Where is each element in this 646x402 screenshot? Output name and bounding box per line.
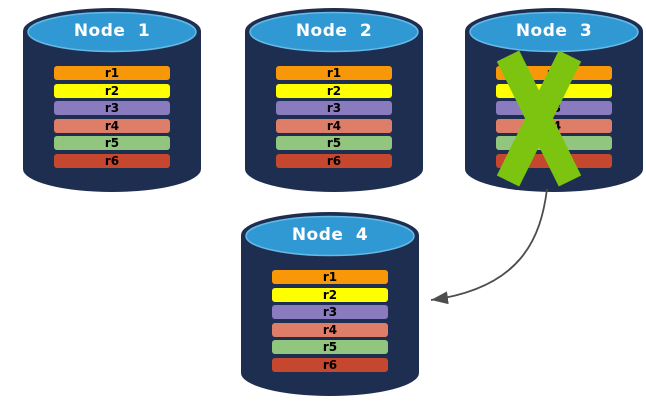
row-r2: r2 bbox=[276, 83, 392, 98]
row-r6: r6 bbox=[272, 357, 388, 372]
row-r5: r5 bbox=[272, 340, 388, 354]
cylinder-top-icon bbox=[249, 11, 419, 53]
row-r3: r3 bbox=[272, 305, 388, 319]
cylinder-top-icon bbox=[469, 11, 639, 53]
node-1-rows: r1 r2 r3 r4 r5 r6 bbox=[54, 66, 170, 168]
node-4-rows: r1 r2 r3 r4 r5 r6 bbox=[272, 270, 388, 372]
node-4-label: Node 4 bbox=[291, 225, 369, 245]
row-r2: r2 bbox=[272, 287, 388, 302]
node-2: Node 2 r1 r2 r3 r4 r5 r6 bbox=[245, 8, 423, 192]
row-r2: r2 bbox=[54, 83, 170, 98]
row-r6: r6 bbox=[54, 153, 170, 168]
node-3: Node 3 r1 r2 r3 r4 r5 r6 bbox=[465, 8, 643, 192]
row-r3: r3 bbox=[54, 101, 170, 115]
row-r1: r1 bbox=[272, 270, 388, 284]
node-4: Node 4 r1 r2 r3 r4 r5 r6 bbox=[241, 212, 419, 396]
cylinder-top-icon bbox=[27, 11, 197, 53]
row-r4: r4 bbox=[276, 118, 392, 133]
row-r4: r4 bbox=[272, 322, 388, 337]
row-r3: r3 bbox=[276, 101, 392, 115]
node-2-label: Node 2 bbox=[295, 21, 373, 41]
row-r1: r1 bbox=[276, 66, 392, 80]
node-1-label: Node 1 bbox=[73, 21, 151, 41]
node-1: Node 1 r1 r2 r3 r4 r5 r6 bbox=[23, 8, 201, 192]
row-r5: r5 bbox=[54, 136, 170, 150]
failure-x-icon bbox=[496, 50, 582, 187]
node-2-rows: r1 r2 r3 r4 r5 r6 bbox=[276, 66, 392, 168]
cylinder-top-icon bbox=[245, 215, 415, 257]
node-3-label: Node 3 bbox=[515, 21, 593, 41]
row-r4: r4 bbox=[54, 118, 170, 133]
row-r5: r5 bbox=[276, 136, 392, 150]
row-r6: r6 bbox=[276, 153, 392, 168]
row-r1: r1 bbox=[54, 66, 170, 80]
